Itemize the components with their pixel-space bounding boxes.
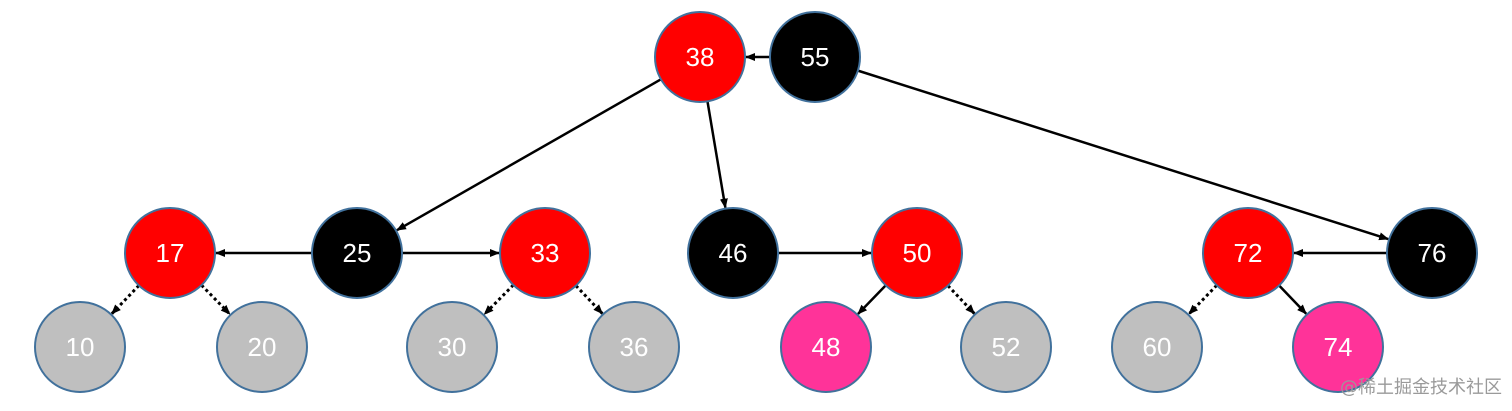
node-label: 48 bbox=[812, 332, 841, 362]
node-circle bbox=[406, 301, 498, 393]
edge-38-to-25 bbox=[396, 78, 662, 232]
node-label: 46 bbox=[719, 238, 748, 268]
node-label: 74 bbox=[1324, 332, 1353, 362]
edge-33-to-36 bbox=[574, 284, 604, 315]
node-circle bbox=[1292, 301, 1384, 393]
node-25: 25 bbox=[311, 207, 403, 299]
node-circle bbox=[1111, 301, 1203, 393]
node-circle bbox=[769, 11, 861, 103]
node-label: 55 bbox=[801, 42, 830, 72]
node-circle bbox=[216, 301, 308, 393]
node-label: 20 bbox=[248, 332, 277, 362]
node-72: 72 bbox=[1202, 207, 1294, 299]
node-circle bbox=[124, 207, 216, 299]
edge-55-to-76 bbox=[857, 69, 1390, 241]
node-label: 25 bbox=[343, 238, 372, 268]
edge-72-to-74 bbox=[1278, 284, 1308, 315]
node-circle bbox=[34, 301, 126, 393]
node-circle bbox=[871, 207, 963, 299]
node-17: 17 bbox=[124, 207, 216, 299]
nodes-layer: 38 55 17 25 33 46 50 72 76 10 20 30 36 48 52 60 74 bbox=[34, 11, 1478, 393]
node-circle bbox=[1386, 207, 1478, 299]
node-circle bbox=[499, 207, 591, 299]
node-label: 72 bbox=[1234, 238, 1263, 268]
node-label: 50 bbox=[903, 238, 932, 268]
node-circle bbox=[687, 207, 779, 299]
node-52: 52 bbox=[960, 301, 1052, 393]
node-label: 60 bbox=[1143, 332, 1172, 362]
edge-38-to-46 bbox=[706, 101, 728, 209]
node-10: 10 bbox=[34, 301, 126, 393]
node-60: 60 bbox=[1111, 301, 1203, 393]
node-label: 38 bbox=[686, 42, 715, 72]
node-circle bbox=[311, 207, 403, 299]
node-48: 48 bbox=[780, 301, 872, 393]
node-label: 36 bbox=[620, 332, 649, 362]
node-38: 38 bbox=[654, 11, 746, 103]
node-55: 55 bbox=[769, 11, 861, 103]
node-label: 30 bbox=[438, 332, 467, 362]
node-label: 76 bbox=[1418, 238, 1447, 268]
node-circle bbox=[654, 11, 746, 103]
node-circle bbox=[1202, 207, 1294, 299]
node-46: 46 bbox=[687, 207, 779, 299]
edge-72-to-60 bbox=[1187, 284, 1218, 315]
node-label: 52 bbox=[992, 332, 1021, 362]
node-label: 17 bbox=[156, 238, 185, 268]
node-74: 74 bbox=[1292, 301, 1384, 393]
node-50: 50 bbox=[871, 207, 963, 299]
node-circle bbox=[588, 301, 680, 393]
watermark-text: @稀土掘金技术社区 bbox=[1340, 377, 1502, 398]
node-20: 20 bbox=[216, 301, 308, 393]
node-36: 36 bbox=[588, 301, 680, 393]
node-label: 10 bbox=[66, 332, 95, 362]
node-33: 33 bbox=[499, 207, 591, 299]
node-76: 76 bbox=[1386, 207, 1478, 299]
node-circle bbox=[960, 301, 1052, 393]
edge-50-to-52 bbox=[946, 284, 976, 315]
node-circle bbox=[780, 301, 872, 393]
edges-layer bbox=[110, 53, 1390, 316]
edge-33-to-30 bbox=[483, 283, 515, 316]
edge-17-to-10 bbox=[110, 284, 140, 315]
node-30: 30 bbox=[406, 301, 498, 393]
node-label: 33 bbox=[531, 238, 560, 268]
edge-17-to-20 bbox=[200, 284, 231, 316]
edge-50-to-48 bbox=[857, 284, 887, 315]
